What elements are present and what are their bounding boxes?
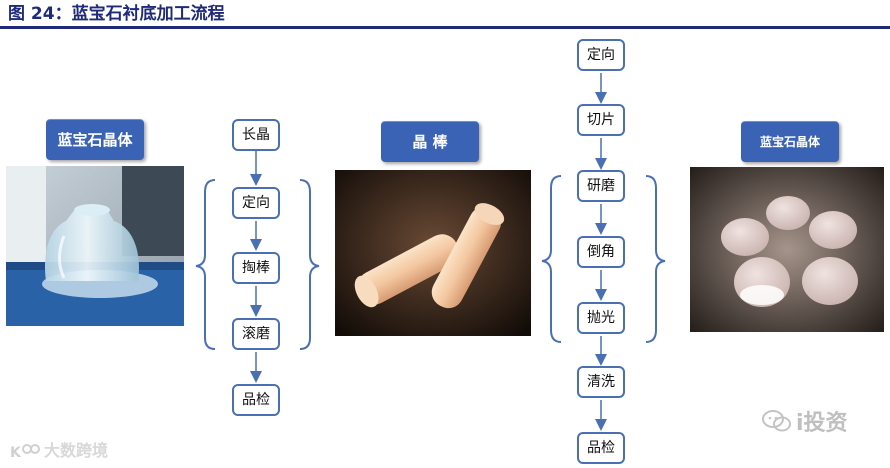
flow-left-step-2: 定向: [232, 187, 280, 219]
flow-right-step-1: 定向: [577, 39, 625, 71]
flow-right-step-7: 品检: [577, 432, 625, 464]
watermark-left-text: 大数跨境: [44, 441, 108, 460]
flow-right-step-5: 抛光: [577, 302, 625, 334]
flow-right-step-3: 研磨: [577, 170, 625, 202]
wechat-icon: [762, 409, 792, 439]
watermark-right: i投资: [762, 405, 848, 439]
flow-right-step-4: 倒角: [577, 236, 625, 268]
flow-right-step-6: 清洗: [577, 366, 625, 398]
watermark-logo-icon: K: [10, 441, 40, 463]
flow-right-step-2: 切片: [577, 104, 625, 136]
watermark-left: K 大数跨境: [10, 437, 108, 463]
svg-text:K: K: [10, 445, 22, 461]
flow-left-step-5: 品检: [232, 384, 280, 416]
flow-left-step-3: 掏棒: [232, 252, 280, 284]
watermark-right-text: i投资: [796, 411, 848, 436]
flow-left-step-4: 滚磨: [232, 318, 280, 350]
flow-left-step-1: 长晶: [232, 119, 280, 151]
